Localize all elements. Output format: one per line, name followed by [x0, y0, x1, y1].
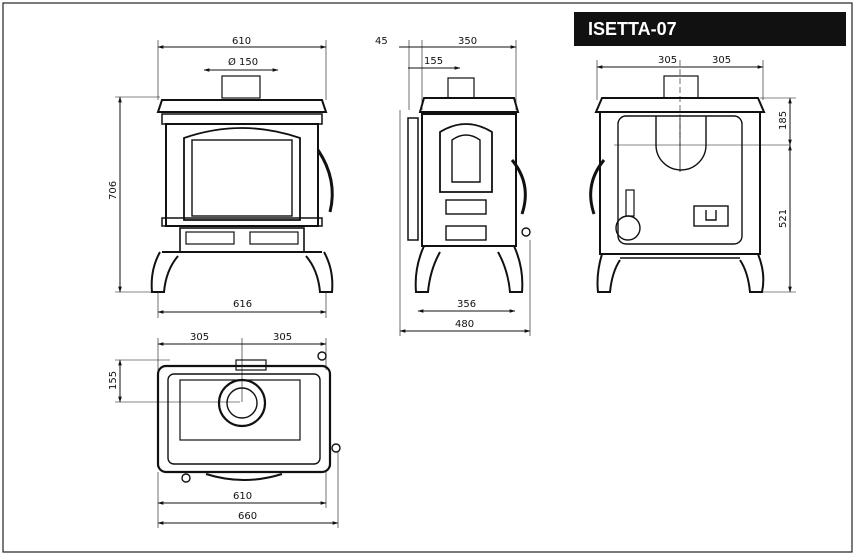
- top-view: [115, 338, 341, 528]
- side-depth-top: 350: [458, 36, 477, 47]
- drawing-title: ISETTA-07: [588, 19, 677, 39]
- front-view: [115, 40, 334, 318]
- side-flue-offset: 155: [424, 56, 443, 67]
- front-flue-diameter: Ø 150: [228, 56, 258, 68]
- top-total-width: 660: [238, 511, 257, 522]
- front-height: 706: [108, 181, 119, 200]
- rear-top-height: 185: [778, 111, 789, 130]
- side-total-depth: 480: [455, 319, 474, 330]
- top-half-left: 305: [190, 332, 209, 343]
- side-view: [399, 40, 531, 336]
- top-flue-depth: 155: [108, 371, 119, 390]
- rear-view: [589, 60, 796, 293]
- top-half-right: 305: [273, 332, 292, 343]
- front-width-top: 610: [232, 36, 251, 47]
- rear-flue-height: 521: [778, 209, 789, 228]
- front-width-base: 616: [233, 299, 252, 310]
- side-offset-left: 45: [375, 36, 388, 47]
- top-inner-width: 610: [233, 491, 252, 502]
- rear-half-right: 305: [712, 55, 731, 66]
- side-base-depth: 356: [457, 299, 476, 310]
- sheet-border: [2, 2, 853, 553]
- rear-half-left: 305: [658, 55, 677, 66]
- title-block: ISETTA-07: [574, 12, 846, 46]
